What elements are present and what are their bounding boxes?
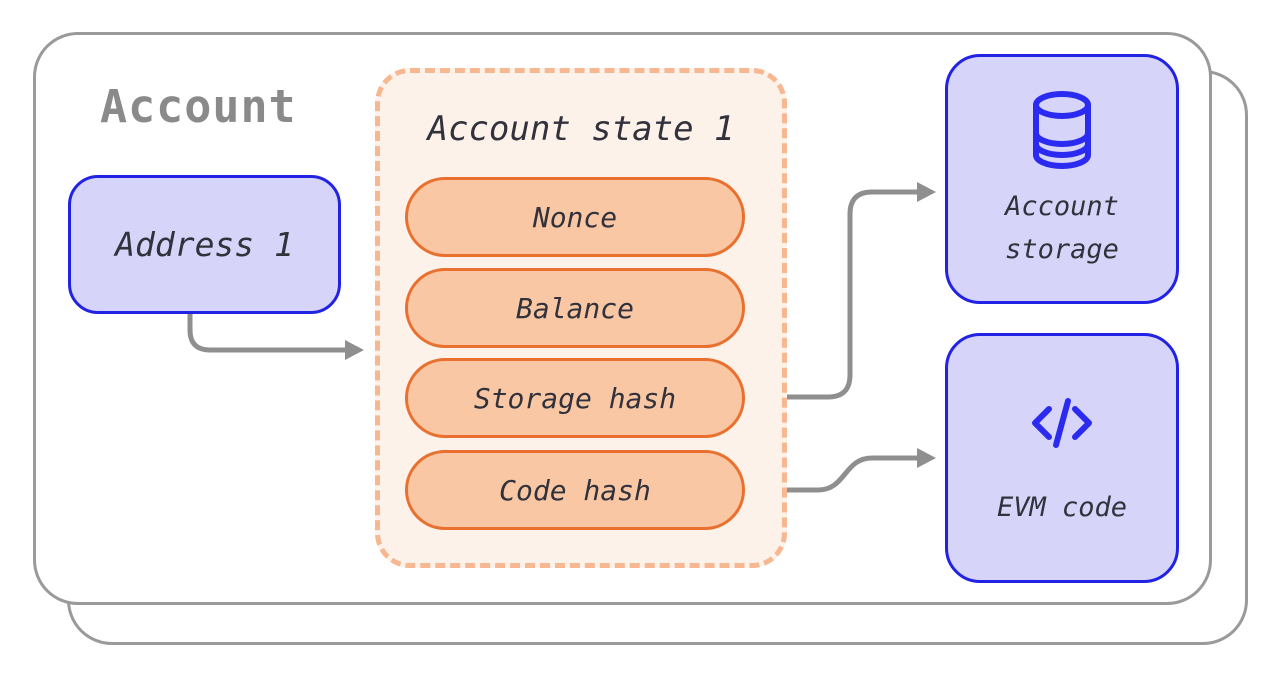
code-icon (1028, 388, 1096, 458)
account-storage-box: Account storage (945, 54, 1179, 304)
account-storage-label-line2: storage (1005, 234, 1119, 265)
account-state-box: Account state 1 Nonce Balance Storage ha… (375, 68, 787, 568)
account-state-title: Account state 1 (427, 109, 735, 149)
state-field-balance-label: Balance (515, 291, 634, 325)
state-field-nonce-label: Nonce (532, 200, 618, 234)
address-box-label: Address 1 (115, 225, 294, 264)
state-field-code-hash: Code hash (405, 450, 745, 530)
address-box: Address 1 (68, 175, 341, 314)
account-container-title: Account (100, 80, 297, 133)
account-storage-label: Account storage (1005, 185, 1119, 271)
state-field-code-hash-label: Code hash (499, 473, 651, 507)
evm-code-box: EVM code (945, 333, 1179, 583)
evm-code-label: EVM code (996, 492, 1128, 523)
state-field-nonce: Nonce (405, 177, 745, 257)
account-storage-label-line1: Account (1005, 191, 1119, 222)
state-field-storage-hash: Storage hash (405, 358, 745, 438)
state-field-storage-hash-label: Storage hash (473, 381, 677, 415)
state-field-balance: Balance (405, 268, 745, 348)
database-icon (1029, 89, 1095, 171)
